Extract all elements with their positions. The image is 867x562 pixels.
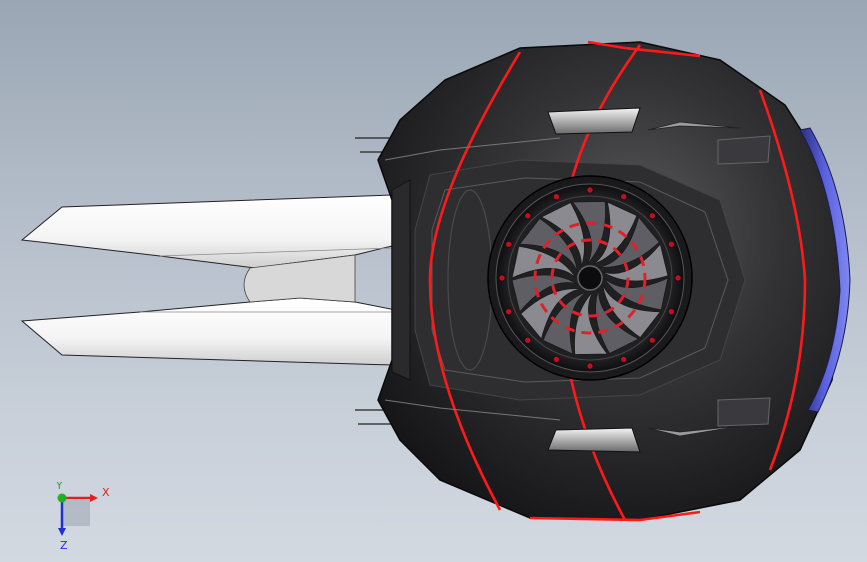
fork-prongs — [20, 194, 397, 366]
fan-bolt — [667, 307, 676, 316]
fan-bolt — [504, 307, 513, 316]
upper-right-vent — [717, 135, 771, 165]
fan-blade — [603, 277, 669, 311]
lower-vent — [547, 427, 641, 453]
front-collar — [391, 179, 411, 381]
y-axis-dot — [57, 493, 67, 503]
fan-assembly — [487, 175, 693, 381]
fan-bolt — [648, 336, 656, 344]
fan-bolt — [586, 362, 594, 370]
fan-bolt — [524, 212, 532, 220]
side-panel — [799, 127, 851, 413]
fan-blade — [602, 283, 662, 339]
vents — [384, 107, 771, 453]
lower-prong — [20, 297, 397, 366]
prong-shadow — [243, 254, 356, 303]
fan-bolt — [674, 274, 682, 282]
lower-right-vent — [717, 397, 771, 427]
x-axis-label: X — [102, 486, 110, 499]
fan-bolt — [619, 355, 628, 364]
fan-blade — [542, 291, 588, 355]
fan-bolt — [552, 355, 561, 364]
fan-bolts — [498, 186, 682, 370]
fan-blade — [520, 288, 582, 340]
y-axis-label: Y — [55, 482, 63, 492]
fan-bolt — [586, 186, 594, 194]
fan-blade — [540, 201, 585, 268]
upper-fin — [647, 121, 741, 131]
fan-blade — [571, 201, 606, 265]
fan-blade — [511, 245, 577, 279]
fan-bolt — [648, 212, 656, 220]
fan-blade — [592, 201, 638, 265]
fan-bolt — [524, 336, 532, 344]
fan-bolt — [498, 274, 506, 282]
fan-blades — [511, 201, 669, 355]
fan-blade — [511, 274, 578, 313]
fan-blade — [518, 217, 578, 273]
z-axis-label: Z — [60, 539, 68, 552]
upper-vent — [547, 107, 641, 135]
fan-blade — [574, 291, 609, 355]
fan-blade — [598, 216, 660, 268]
lower-fin — [647, 425, 741, 437]
fan-bolt — [619, 192, 628, 201]
fan-red-rings — [533, 221, 647, 335]
fan-blade — [595, 288, 640, 355]
fan-hub — [577, 265, 603, 291]
fan-bolt — [667, 240, 676, 249]
fan-blade — [602, 243, 669, 282]
fan-bolt — [504, 240, 513, 249]
coordinate-triad: X Y Z — [55, 482, 110, 552]
fan-bolt — [552, 192, 561, 201]
